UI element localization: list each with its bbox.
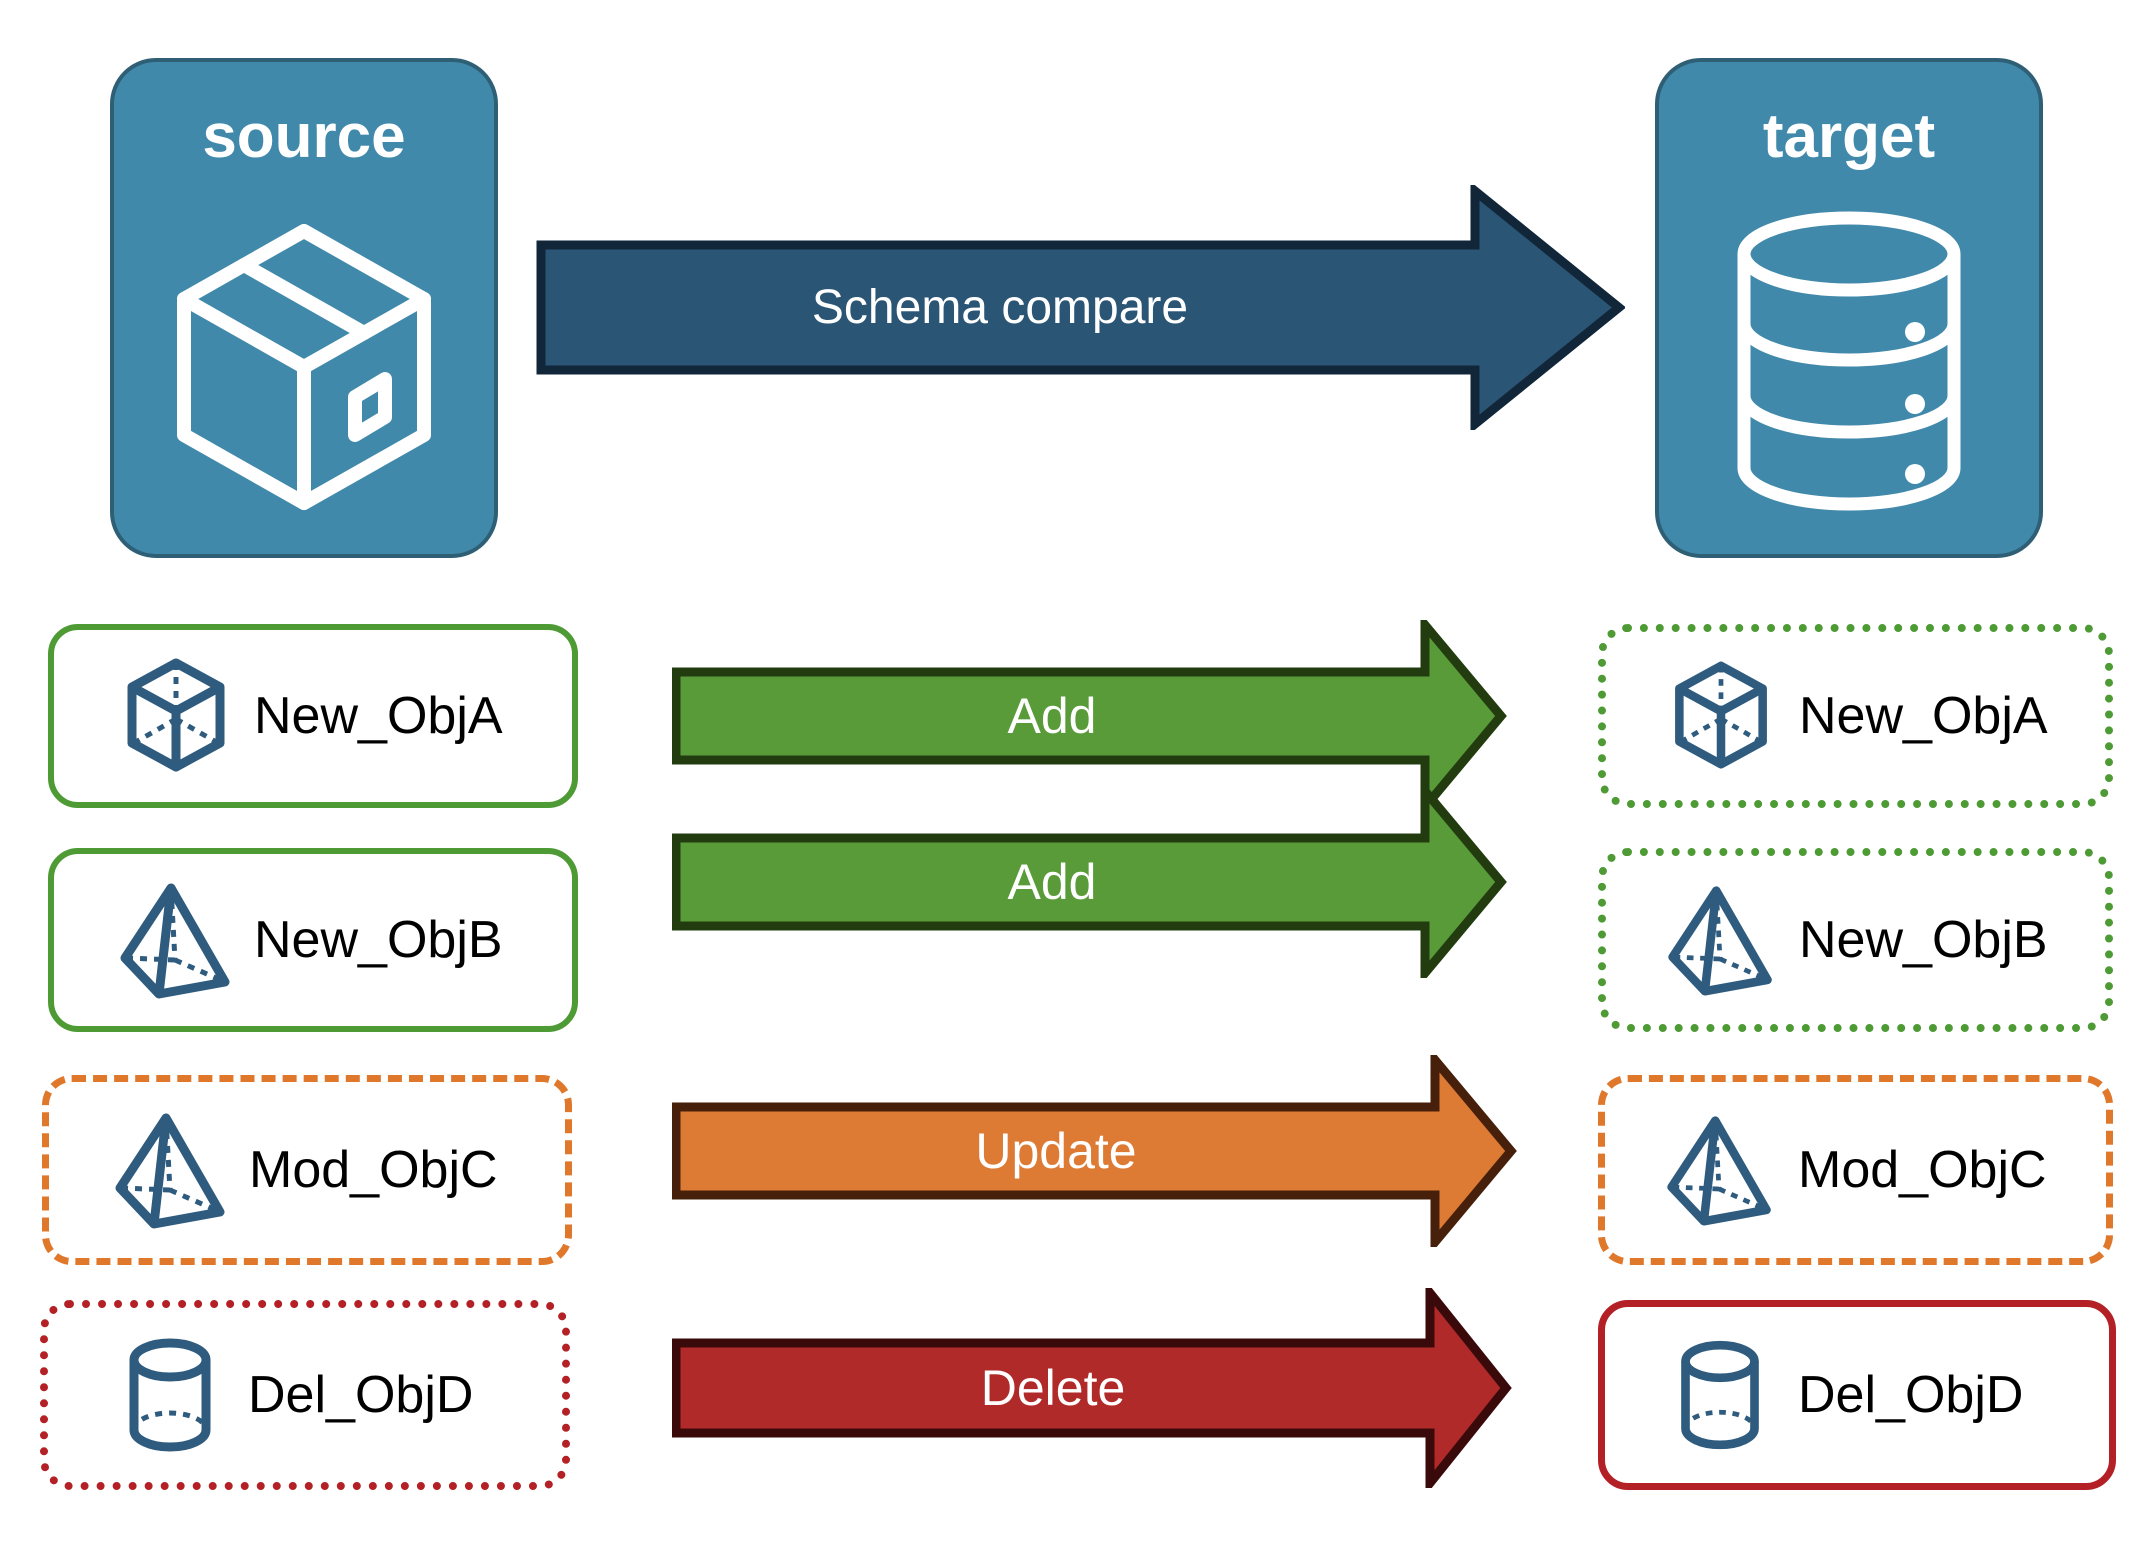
source-object-box-3[interactable]: Del_ObjD: [40, 1300, 570, 1490]
source-object-label-3: Del_ObjD: [248, 1366, 474, 1424]
source-object-label-2: Mod_ObjC: [249, 1141, 498, 1199]
target-object-label-3: Del_ObjD: [1798, 1366, 2024, 1424]
wireframe-pyramid-icon: [116, 880, 236, 1000]
action-arrow-add-1[interactable]: [671, 778, 1507, 986]
source-object-box-1[interactable]: New_ObjB: [48, 848, 578, 1032]
source-object-label-1: New_ObjB: [254, 911, 503, 969]
wireframe-cylinder-icon: [1660, 1336, 1780, 1454]
source-card[interactable]: source: [110, 58, 498, 558]
target-card-title: target: [1762, 102, 1936, 171]
wireframe-pyramid-icon: [111, 1110, 231, 1230]
target-object-box-2[interactable]: Mod_ObjC: [1598, 1075, 2113, 1265]
source-object-box-2[interactable]: Mod_ObjC: [42, 1075, 572, 1265]
target-object-label-1: New_ObjB: [1799, 911, 2048, 969]
database-cylinder-icon: [1659, 168, 2039, 554]
package-box-icon: [114, 168, 494, 554]
source-card-title: source: [202, 102, 406, 171]
target-card[interactable]: target: [1655, 58, 2043, 558]
schema-compare-arrow[interactable]: Schema compare: [535, 181, 1627, 434]
target-object-label-0: New_ObjA: [1799, 687, 2048, 745]
target-object-box-3[interactable]: Del_ObjD: [1598, 1300, 2116, 1490]
action-arrow-update-2[interactable]: [671, 1047, 1517, 1255]
target-object-label-2: Mod_ObjC: [1798, 1141, 2047, 1199]
target-object-box-1[interactable]: New_ObjB: [1598, 848, 2113, 1032]
wireframe-cube-icon: [116, 657, 236, 775]
wireframe-pyramid-icon: [1660, 1113, 1780, 1227]
source-object-label-0: New_ObjA: [254, 687, 503, 745]
target-object-box-0[interactable]: New_ObjA: [1598, 624, 2113, 808]
wireframe-cube-icon: [1661, 660, 1781, 772]
action-arrow-delete-3[interactable]: [671, 1280, 1512, 1496]
wireframe-cylinder-icon: [110, 1334, 230, 1456]
source-object-box-0[interactable]: New_ObjA: [48, 624, 578, 808]
action-arrow-add-0[interactable]: [671, 612, 1507, 820]
wireframe-pyramid-icon: [1661, 883, 1781, 997]
